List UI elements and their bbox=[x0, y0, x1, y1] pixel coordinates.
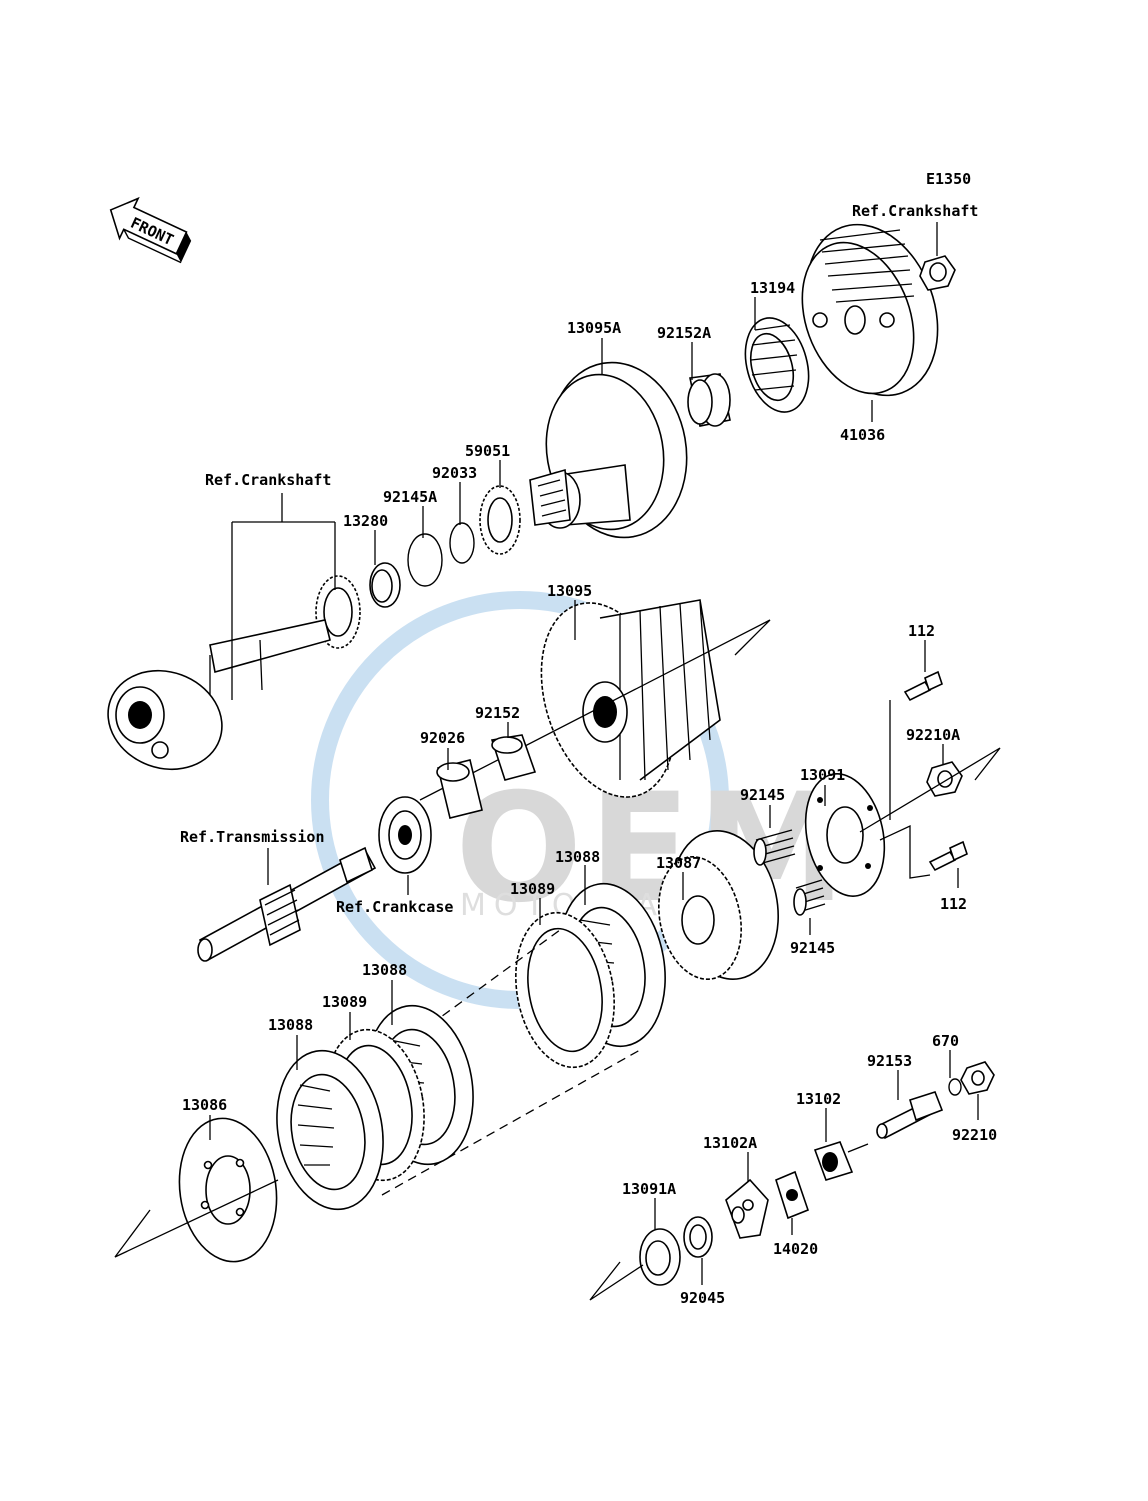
part-41036-starter-clutch bbox=[801, 223, 939, 397]
label-112-bot: 112 bbox=[940, 895, 967, 913]
guide-dash-bot bbox=[381, 1049, 641, 1196]
ref-crankshaft-assembly bbox=[107, 575, 361, 771]
label-13194: 13194 bbox=[750, 279, 795, 297]
front-arrow-icon: FRONT bbox=[109, 196, 192, 264]
label-13095: 13095 bbox=[547, 582, 592, 600]
part-92210a-nut bbox=[926, 761, 963, 797]
label-13087: 13087 bbox=[656, 854, 701, 872]
left-axis-line bbox=[114, 1179, 279, 1258]
part-92153-push-rod bbox=[876, 1091, 944, 1140]
ref-crankcase-bearing bbox=[378, 796, 432, 874]
label-13089-left: 13089 bbox=[322, 993, 367, 1011]
label-13091a: 13091A bbox=[622, 1180, 676, 1198]
part-92152-collar bbox=[490, 734, 537, 781]
ref-transmission-shaft bbox=[197, 846, 377, 962]
part-13194-one-way-clutch bbox=[744, 317, 810, 413]
label-ref-crankcase: Ref.Crankcase bbox=[336, 898, 453, 916]
label-92145a: 92145A bbox=[383, 488, 437, 506]
part-670-o-ring bbox=[948, 1078, 962, 1096]
housing-axis-line bbox=[419, 619, 771, 801]
part-92145a-ring bbox=[407, 533, 443, 587]
right-axis-line bbox=[859, 747, 1001, 833]
label-92152: 92152 bbox=[475, 704, 520, 722]
label-14020: 14020 bbox=[773, 1240, 818, 1258]
label-92033: 92033 bbox=[432, 464, 477, 482]
label-92152a: 92152A bbox=[657, 324, 711, 342]
part-13102a-lever bbox=[725, 1178, 769, 1239]
part-13087-clutch-hub bbox=[658, 830, 780, 981]
label-ref-crankshaft-left: Ref.Crankshaft bbox=[205, 471, 331, 489]
label-670: 670 bbox=[932, 1032, 959, 1050]
label-92026: 92026 bbox=[420, 729, 465, 747]
release-axis-line bbox=[589, 1261, 644, 1301]
label-59051: 59051 bbox=[465, 442, 510, 460]
label-13089-mid: 13089 bbox=[510, 880, 555, 898]
part-13088-friction-plate-left bbox=[276, 1049, 384, 1211]
part-92045-bearing bbox=[683, 1216, 713, 1258]
label-92153: 92153 bbox=[867, 1052, 912, 1070]
label-13102: 13102 bbox=[796, 1090, 841, 1108]
label-13280: 13280 bbox=[343, 512, 388, 530]
label-13088-left: 13088 bbox=[268, 1016, 313, 1034]
part-13102-lever bbox=[813, 1141, 869, 1181]
label-112-top: 112 bbox=[908, 622, 935, 640]
part-112-bolt-top bbox=[903, 670, 943, 702]
part-13091a-plate bbox=[639, 1228, 681, 1286]
part-92152a-bush bbox=[687, 373, 731, 427]
label-ref-transmission: Ref.Transmission bbox=[180, 828, 325, 846]
part-14020-cover bbox=[775, 1170, 810, 1220]
label-92145-top: 92145 bbox=[740, 786, 785, 804]
label-13095a: 13095A bbox=[567, 319, 621, 337]
diagram-code: E1350 bbox=[926, 170, 971, 188]
ref-crankshaft-nut bbox=[919, 255, 956, 291]
label-ref-crankshaft-top: Ref.Crankshaft bbox=[852, 202, 978, 220]
label-13091: 13091 bbox=[800, 766, 845, 784]
part-59051-gear bbox=[479, 485, 521, 555]
part-92145-spring-bot bbox=[793, 879, 826, 916]
label-13086: 13086 bbox=[182, 1096, 227, 1114]
part-13089-steel-plate-mid bbox=[515, 911, 615, 1069]
part-13280-collar bbox=[369, 562, 401, 608]
part-92033-circlip bbox=[449, 522, 475, 564]
label-41036: 41036 bbox=[840, 426, 885, 444]
label-92045: 92045 bbox=[680, 1289, 725, 1307]
part-92210-nut bbox=[960, 1061, 995, 1095]
part-13086-plate bbox=[178, 1117, 278, 1263]
part-112-bolt-bot bbox=[928, 840, 968, 872]
label-13088-left-top: 13088 bbox=[362, 961, 407, 979]
leader-ref-crankshaft-left bbox=[231, 493, 336, 700]
label-13102a: 13102A bbox=[703, 1134, 757, 1152]
label-92145-bot: 92145 bbox=[790, 939, 835, 957]
bolt-bracket-lines bbox=[879, 700, 931, 879]
part-92026-collar bbox=[436, 759, 483, 819]
part-92145-spring-top bbox=[753, 829, 796, 866]
label-13088-mid: 13088 bbox=[555, 848, 600, 866]
label-92210: 92210 bbox=[952, 1126, 997, 1144]
label-92210a: 92210A bbox=[906, 726, 960, 744]
part-13095a-starter-gear bbox=[529, 361, 688, 539]
part-13095-clutch-housing bbox=[540, 599, 721, 798]
